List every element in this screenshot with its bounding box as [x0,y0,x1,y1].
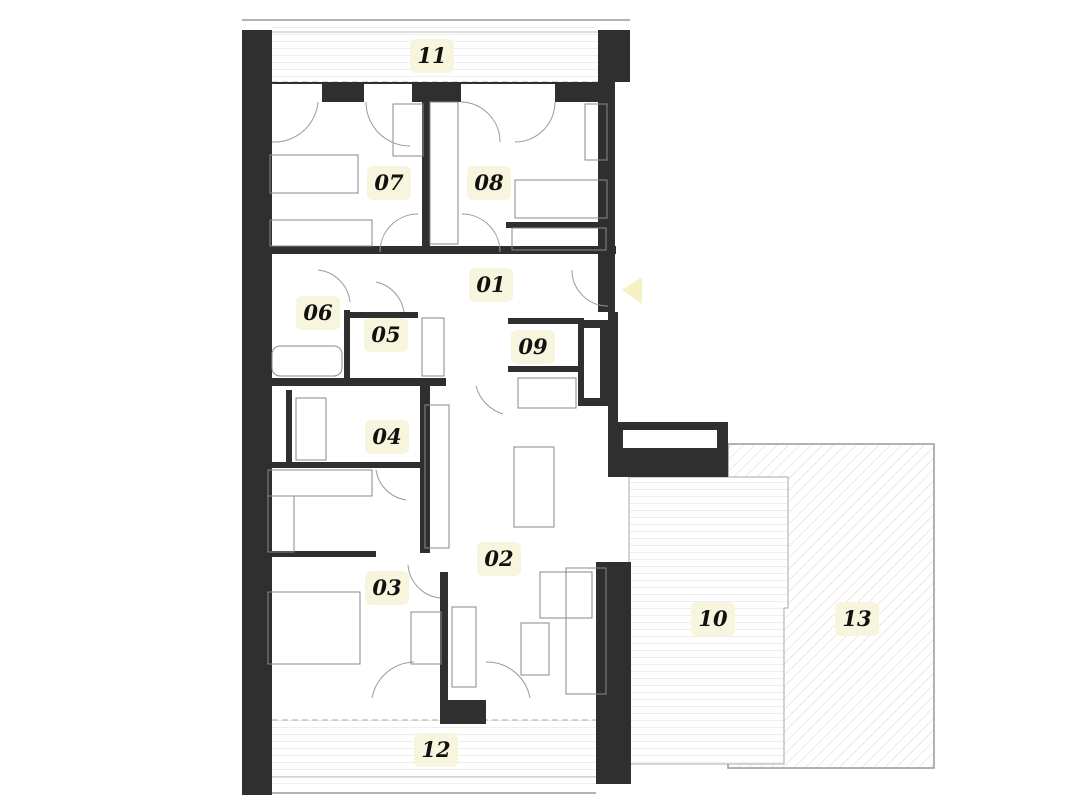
room-label-09[interactable]: 09 [511,330,555,364]
room-label-13[interactable]: 13 [835,602,879,636]
entrance-arrow-icon [622,277,642,304]
room-label-04[interactable]: 04 [365,420,409,454]
room-label-06[interactable]: 06 [296,296,340,330]
room-label-12[interactable]: 12 [414,733,458,767]
furniture [267,101,608,695]
room-label-05[interactable]: 05 [364,318,408,352]
room-label-10[interactable]: 10 [691,602,735,636]
room-label-03[interactable]: 03 [365,571,409,605]
room-label-07[interactable]: 07 [367,166,411,200]
room-label-11[interactable]: 11 [410,39,454,73]
room-label-08[interactable]: 08 [467,166,511,200]
door-swings [271,101,609,699]
room-label-01[interactable]: 01 [469,268,513,302]
room-label-02[interactable]: 02 [477,542,521,576]
